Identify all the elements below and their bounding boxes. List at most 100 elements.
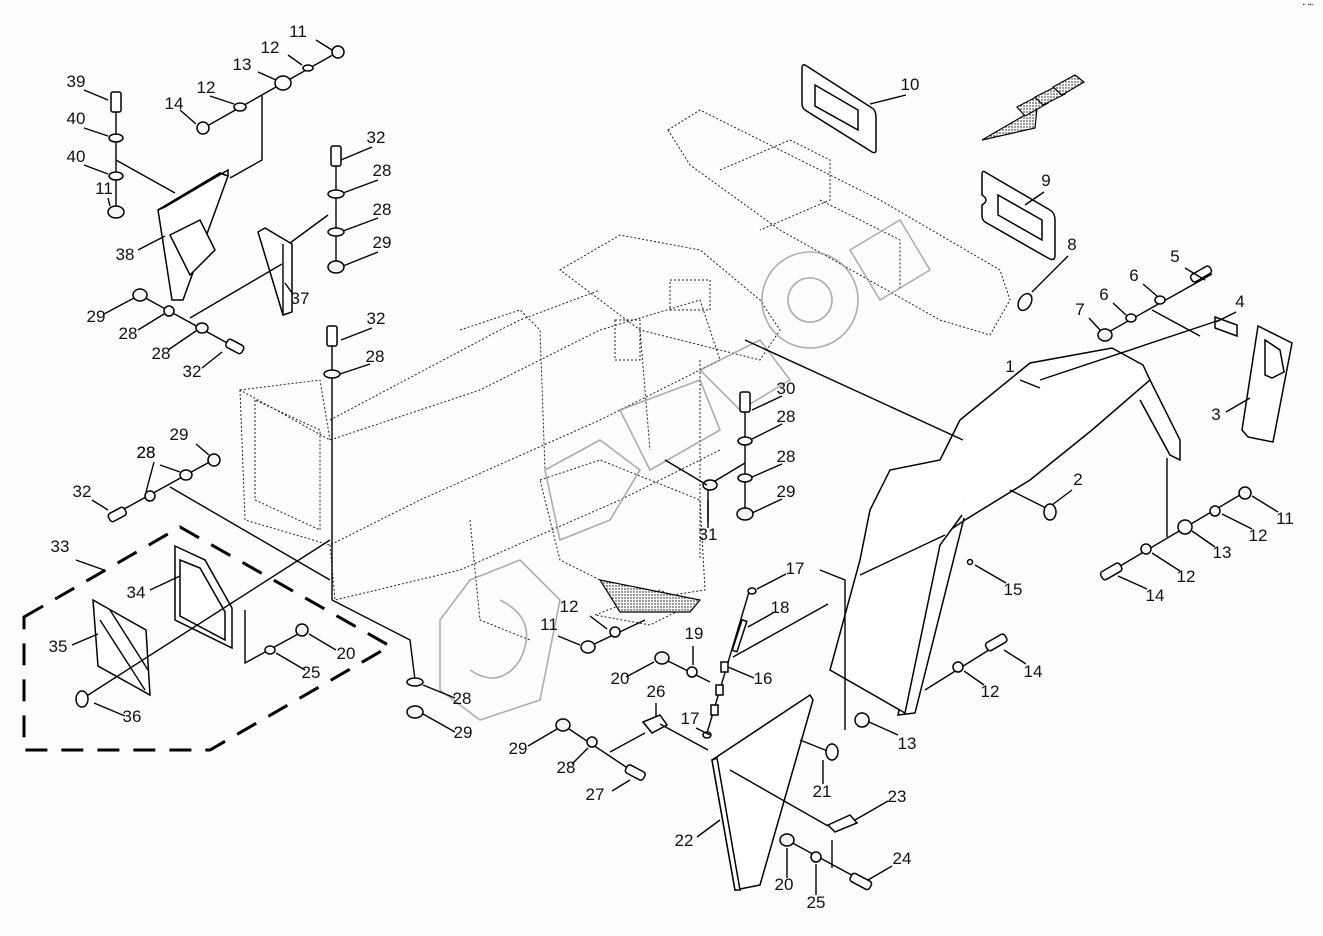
callout-label-26[interactable]: 26 [647,682,666,701]
callout-label-32[interactable]: 32 [367,309,386,328]
callout-label-29[interactable]: 29 [777,482,796,501]
callout-label-40[interactable]: 40 [67,109,86,128]
callout-label-28[interactable]: 28 [373,200,392,219]
callout-leader-29 [751,498,783,514]
callout-label-23[interactable]: 23 [888,787,907,806]
callout-label-16[interactable]: 16 [754,669,773,688]
callout-label-28[interactable]: 28 [557,758,576,777]
callout-label-15[interactable]: 15 [1004,580,1023,599]
callout-label-17[interactable]: 17 [786,559,805,578]
callout-label-12[interactable]: 12 [560,597,579,616]
callout-label-28[interactable]: 28 [119,324,138,343]
callout-label-28[interactable]: 28 [137,443,156,462]
callout-label-12[interactable]: 12 [261,38,280,57]
callout-label-11[interactable]: 11 [1276,509,1294,528]
callout-label-8[interactable]: 8 [1067,235,1076,254]
callout-label-28[interactable]: 28 [453,689,472,708]
callout-label-39[interactable]: 39 [67,72,86,91]
callout-label-11[interactable]: 11 [540,615,558,634]
callout-label-9[interactable]: 9 [1041,171,1050,190]
callout-label-29[interactable]: 29 [509,739,528,758]
callout-label-12[interactable]: 12 [197,78,216,97]
fastener-36 [75,539,331,708]
callout-label-13[interactable]: 13 [233,55,252,74]
callout-label-14[interactable]: 14 [165,94,184,113]
callout-label-18[interactable]: 18 [771,598,790,617]
assembly-33-boundary [22,525,394,752]
callout-label-29[interactable]: 29 [87,307,106,326]
callout-label-30[interactable]: 30 [777,379,796,398]
callout-label-29[interactable]: 29 [373,233,392,252]
callout-label-12[interactable]: 12 [1249,526,1268,545]
callout-label-35[interactable]: 35 [49,637,68,656]
callout-label-31[interactable]: 31 [699,525,718,544]
callout-label-4[interactable]: 4 [1235,292,1244,311]
callout-label-6[interactable]: 6 [1129,266,1138,285]
callout-label-13[interactable]: 13 [1213,543,1232,562]
callout-label-27[interactable]: 27 [586,785,605,804]
callout-label-11[interactable]: 11 [289,22,307,41]
callout-label-24[interactable]: 24 [893,849,912,868]
callout-leader-28 [342,217,379,232]
part-9-decal [981,170,1056,261]
fastener-stack-32-lower [323,325,424,719]
callout-label-34[interactable]: 34 [127,583,146,602]
part-35-reflector [92,598,151,697]
callout-label-17[interactable]: 17 [681,709,700,728]
callout-label-19[interactable]: 19 [685,624,704,643]
callout-label-1[interactable]: 1 [1005,357,1014,376]
callout-label-29[interactable]: 29 [170,425,189,444]
callout-label-28[interactable]: 28 [137,443,156,462]
callout-label-14[interactable]: 14 [1146,586,1165,605]
callout-label-28[interactable]: 28 [152,344,171,363]
callout-label-40[interactable]: 40 [67,147,86,166]
callout-label-13[interactable]: 13 [898,734,917,753]
callout-leader-28 [339,363,371,375]
fastener-stack-32-mid [107,453,331,581]
callout-leader-20 [625,661,655,678]
callout-leader-11 [1251,495,1279,513]
callout-leader-39 [83,89,109,101]
callout-leader-1 [1019,379,1041,389]
callout-label-12[interactable]: 12 [981,682,1000,701]
callout-leader-12 [209,95,235,105]
callout-label-28[interactable]: 28 [373,161,392,180]
callout-label-28[interactable]: 28 [777,407,796,426]
callout-leader-4 [1215,311,1237,323]
callout-leader-6 [1112,302,1127,316]
callout-label-37[interactable]: 37 [291,289,310,308]
fastener-stack-11-step [580,619,646,654]
callout-leader-29 [527,728,558,747]
callout-label-25[interactable]: 25 [302,663,321,682]
callout-label-32[interactable]: 32 [367,128,386,147]
callout-label-29[interactable]: 29 [454,723,473,742]
callout-label-20[interactable]: 20 [611,669,630,688]
callout-label-25[interactable]: 25 [807,893,826,912]
callout-label-11[interactable]: 11 [95,179,113,198]
callout-leader-36 [93,702,126,717]
callout-label-38[interactable]: 38 [116,245,135,264]
callout-leader-29 [103,297,135,315]
callout-label-21[interactable]: 21 [813,782,832,801]
callout-label-12[interactable]: 12 [1177,567,1196,586]
callout-label-5[interactable]: 5 [1170,247,1179,266]
fastener-stack-20-24 [779,833,873,891]
callout-label-22[interactable]: 22 [675,831,694,850]
callout-label-36[interactable]: 36 [123,707,142,726]
callout-label-32[interactable]: 32 [73,482,92,501]
callout-label-6[interactable]: 6 [1099,285,1108,304]
callout-label-20[interactable]: 20 [775,875,794,894]
callout-label-14[interactable]: 14 [1024,662,1043,681]
callout-label-20[interactable]: 20 [337,644,356,663]
callout-label-28[interactable]: 28 [366,347,385,366]
part-4-plate [1214,315,1238,338]
callout-label-32[interactable]: 32 [183,362,202,381]
callout-label-10[interactable]: 10 [901,75,920,94]
callout-leader-11 [557,635,581,646]
callout-label-28[interactable]: 28 [777,447,796,466]
callout-label-2[interactable]: 2 [1073,470,1082,489]
callout-label-3[interactable]: 3 [1211,405,1220,424]
callout-label-7[interactable]: 7 [1075,300,1084,319]
callout-label-33[interactable]: 33 [51,537,70,556]
part-22-panel [711,693,814,891]
